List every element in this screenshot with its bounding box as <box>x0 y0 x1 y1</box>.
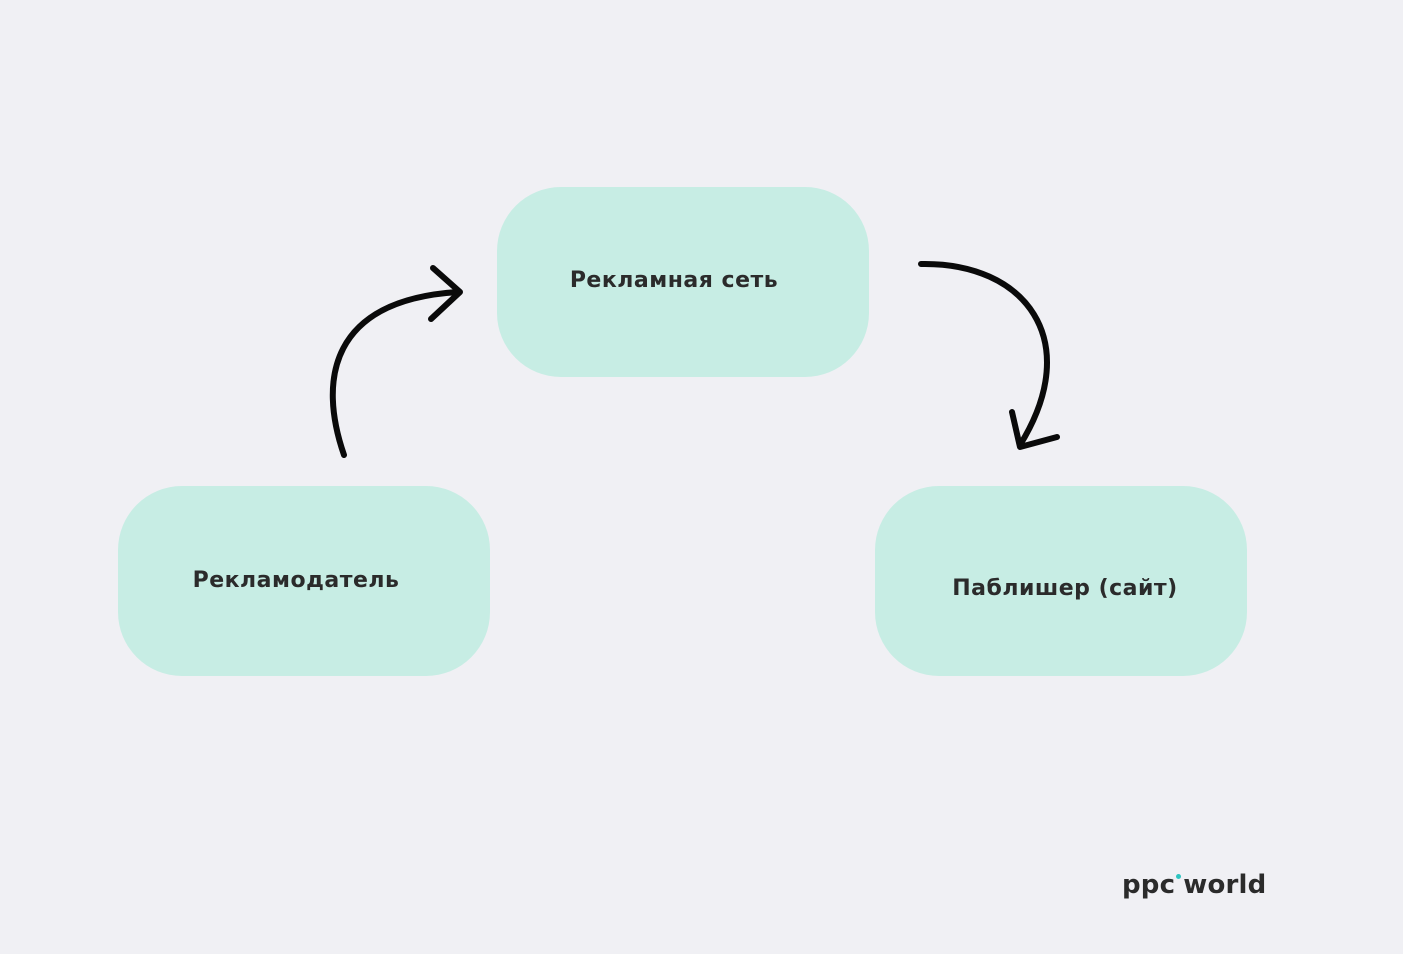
logo-dot-icon <box>1176 874 1182 879</box>
arrow-network-to-publisher <box>918 260 1060 450</box>
node-advertiser-label: Рекламодатель <box>192 567 400 593</box>
node-advertiser: Рекламодатель <box>118 486 490 676</box>
node-ad-network: Рекламная сеть <box>497 187 869 377</box>
node-publisher-label: Паблишер (сайт) <box>952 575 1178 601</box>
node-publisher: Паблишер (сайт) <box>875 486 1247 676</box>
arrow-advertiser-to-network <box>329 265 463 458</box>
node-ad-network-label: Рекламная сеть <box>569 267 779 293</box>
logo-text-left: ppc <box>1122 870 1176 900</box>
logo-text-right: world <box>1183 870 1267 900</box>
